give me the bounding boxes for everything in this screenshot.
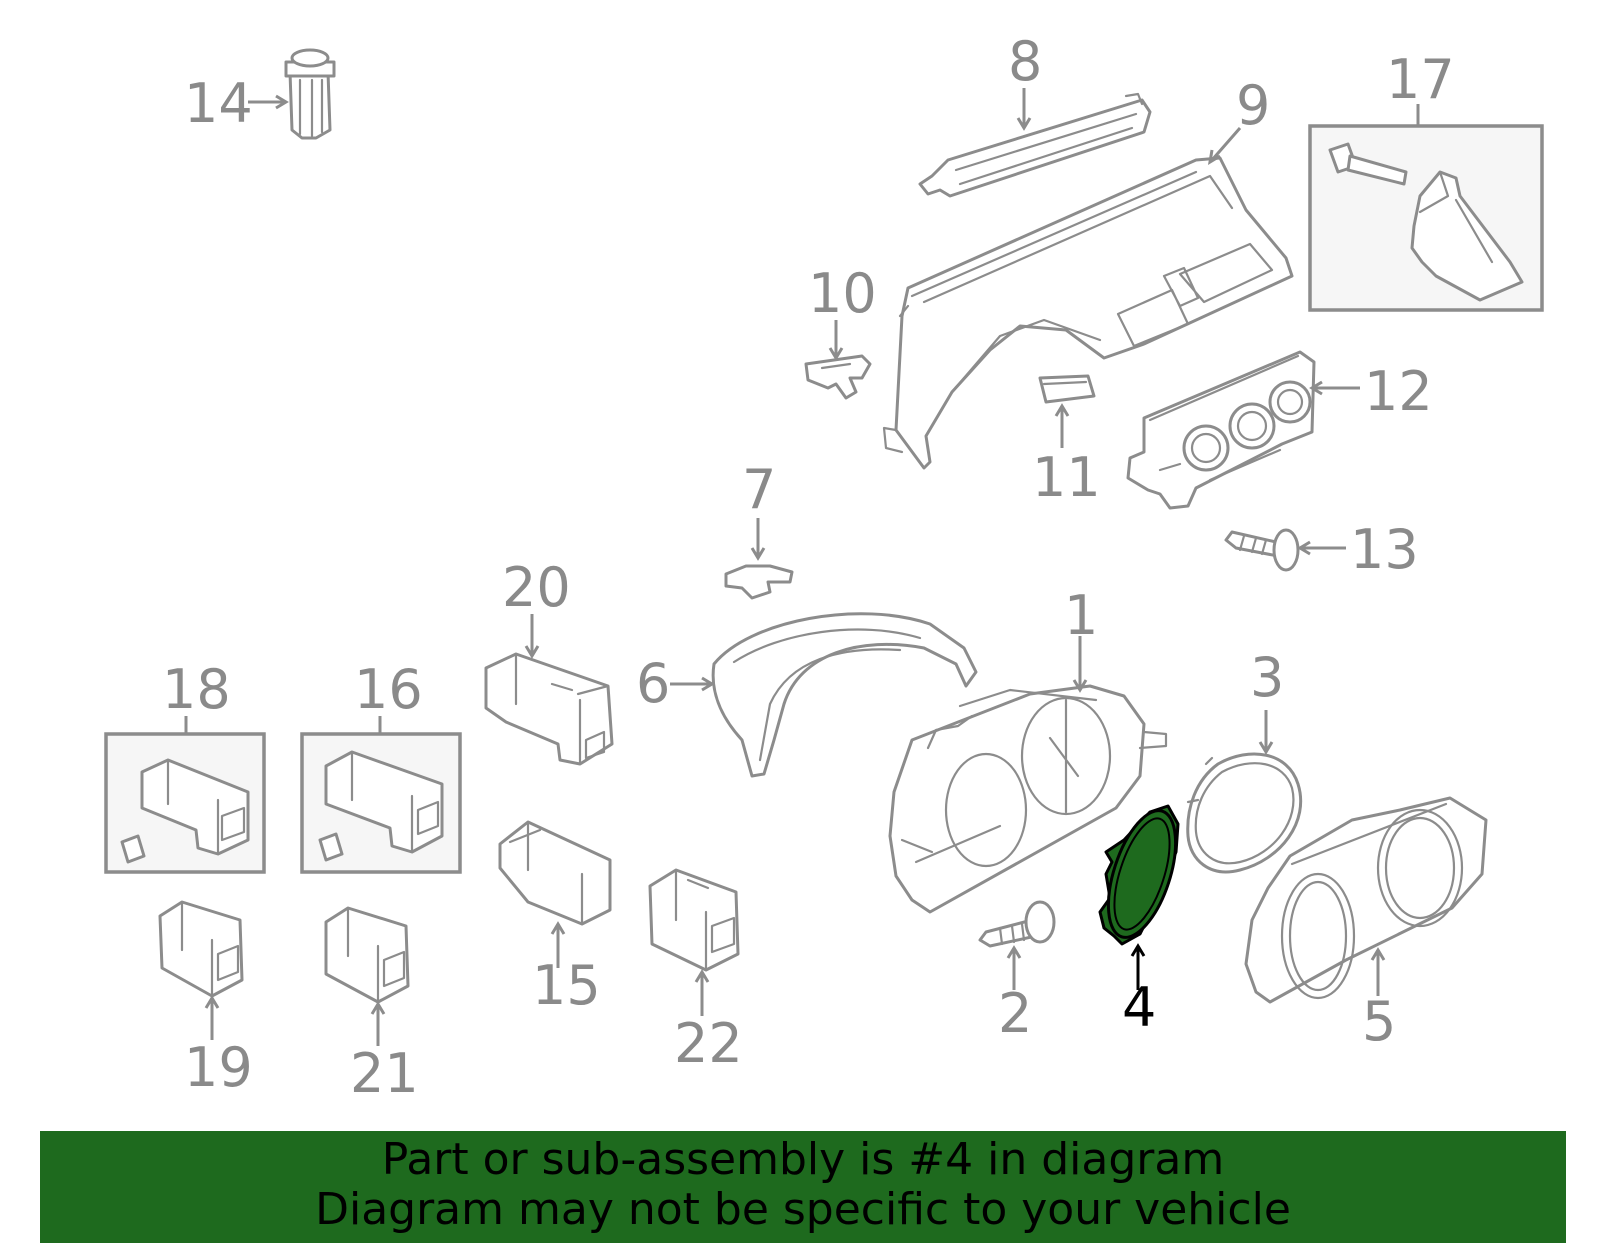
info-banner: Part or sub-assembly is #4 in diagram Di…	[40, 1131, 1566, 1243]
leader-8	[1016, 88, 1032, 131]
callout-7: 7	[742, 458, 776, 521]
part-10-clip	[804, 354, 872, 400]
callout-18: 18	[162, 658, 231, 721]
leader-7	[750, 518, 766, 561]
callout-12: 12	[1364, 360, 1433, 423]
leader-3	[1258, 710, 1274, 755]
callout-11: 11	[1032, 446, 1101, 509]
part-19-switch	[158, 900, 244, 998]
part-17-bolt-bracket	[1328, 142, 1524, 302]
callout-6: 6	[636, 652, 670, 715]
leader-15	[550, 921, 566, 968]
part-12-climate-control	[1126, 350, 1316, 510]
leader-4	[1130, 943, 1146, 990]
callout-4: 4	[1122, 976, 1156, 1039]
part-15-switch	[498, 820, 612, 926]
leader-13	[1297, 540, 1346, 556]
leader-21	[370, 1001, 386, 1046]
part-4-lens-highlighted	[1098, 804, 1180, 946]
callout-5: 5	[1362, 990, 1396, 1053]
leader-5	[1370, 947, 1386, 996]
banner-line-2: Diagram may not be specific to your vehi…	[315, 1184, 1291, 1235]
leader-19	[204, 995, 220, 1040]
part-3-ring	[1186, 752, 1303, 874]
callout-14: 14	[184, 72, 253, 135]
leader-2	[1006, 945, 1022, 990]
leader-12	[1309, 380, 1360, 396]
leader-1	[1072, 636, 1088, 693]
part-8-trim-strip	[918, 92, 1152, 198]
callout-9: 9	[1236, 74, 1270, 137]
callout-8: 8	[1008, 30, 1042, 93]
part-18-switch	[120, 758, 250, 864]
part-2-screw	[978, 900, 1056, 948]
callout-22: 22	[674, 1012, 743, 1075]
callout-1: 1	[1064, 584, 1098, 647]
part-13-screw	[1224, 528, 1300, 572]
part-6-cluster-hood	[711, 612, 978, 778]
leader-20	[524, 614, 540, 659]
part-14-clip	[284, 48, 336, 140]
leader-10	[828, 320, 844, 361]
leader-11	[1054, 403, 1070, 448]
callout-15: 15	[532, 954, 601, 1017]
part-11-bracket	[1038, 374, 1096, 404]
part-9-instrument-panel	[882, 156, 1294, 470]
banner-line-1: Part or sub-assembly is #4 in diagram	[381, 1134, 1225, 1185]
part-22-switch	[648, 868, 740, 972]
callout-20: 20	[502, 556, 571, 619]
callout-2: 2	[998, 982, 1032, 1045]
part-7-clip	[724, 564, 794, 600]
leader-14	[248, 94, 289, 110]
part-1-cluster-body	[888, 684, 1168, 914]
callout-10: 10	[808, 262, 877, 325]
part-21-switch	[324, 906, 410, 1004]
callout-13: 13	[1350, 518, 1419, 581]
leader-9	[1207, 127, 1242, 165]
leader-6	[670, 676, 715, 692]
callout-3: 3	[1250, 646, 1284, 709]
callout-19: 19	[184, 1036, 253, 1099]
part-5-cluster-face	[1244, 796, 1488, 1004]
part-20-switch	[484, 652, 614, 766]
callout-21: 21	[350, 1042, 419, 1105]
callout-16: 16	[354, 658, 423, 721]
leader-22	[694, 969, 710, 1016]
part-16-switch	[318, 750, 444, 862]
callout-17: 17	[1386, 48, 1455, 111]
